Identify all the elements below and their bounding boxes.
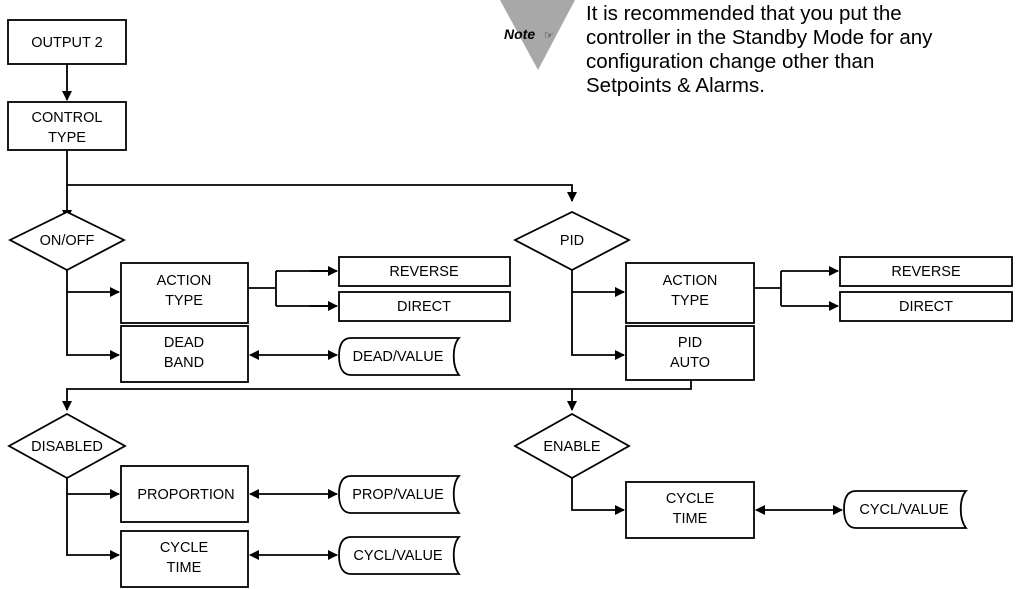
note-line-2: controller in the Standby Mode for any: [586, 26, 933, 49]
node-cycle-time-right-line1: CYCLE: [666, 491, 715, 507]
node-control-type: CONTROL TYPE: [7, 101, 127, 151]
node-action-type-left: ACTION TYPE: [120, 262, 249, 324]
data-cycl-value-left-label: CYCL/VALUE: [353, 548, 443, 564]
decision-enable-label: ENABLE: [543, 439, 601, 455]
node-action-type-right-line1: ACTION: [663, 273, 718, 289]
decision-on-off: ON/OFF: [8, 210, 126, 272]
node-dead-band-line1: DEAD: [164, 335, 204, 351]
node-direct-right-label: DIRECT: [899, 299, 953, 315]
node-output-2-label: OUTPUT 2: [31, 35, 102, 51]
decision-disabled: DISABLED: [7, 412, 127, 480]
data-cycl-value-right: CYCL/VALUE: [843, 490, 968, 529]
node-control-type-line2: TYPE: [48, 130, 86, 146]
note-line-3: configuration change other than: [586, 50, 875, 73]
decision-disabled-label: DISABLED: [31, 439, 103, 455]
node-cycle-time-left-line2: TIME: [167, 560, 202, 576]
node-pid-auto-line1: PID: [678, 335, 702, 351]
node-reverse-left: REVERSE: [338, 256, 511, 287]
note-icon: Note ☞: [500, 0, 575, 70]
node-proportion: PROPORTION: [120, 465, 249, 523]
node-action-type-left-line2: TYPE: [165, 293, 203, 309]
pointing-hand-icon: ☞: [544, 30, 554, 42]
node-direct-left-label: DIRECT: [397, 299, 451, 315]
data-dead-value: DEAD/VALUE: [338, 337, 461, 376]
node-reverse-right-label: REVERSE: [891, 264, 961, 280]
node-proportion-label: PROPORTION: [137, 487, 234, 503]
data-prop-value: PROP/VALUE: [338, 475, 461, 514]
node-action-type-left-line1: ACTION: [157, 273, 212, 289]
node-dead-band-line2: BAND: [164, 355, 204, 371]
node-direct-left: DIRECT: [338, 291, 511, 322]
node-action-type-right-line2: TYPE: [671, 293, 709, 309]
node-pid-auto: PID AUTO: [625, 325, 755, 381]
decision-pid-label: PID: [560, 233, 584, 249]
node-reverse-right: REVERSE: [839, 256, 1013, 287]
node-reverse-left-label: REVERSE: [389, 264, 459, 280]
data-cycl-value-left: CYCL/VALUE: [338, 536, 461, 575]
note-text: It is recommended that you put the contr…: [586, 2, 1016, 98]
node-dead-band: DEAD BAND: [120, 325, 249, 383]
decision-on-off-label: ON/OFF: [40, 233, 95, 249]
node-cycle-time-right-line2: TIME: [673, 511, 708, 527]
node-direct-right: DIRECT: [839, 291, 1013, 322]
data-dead-value-label: DEAD/VALUE: [353, 349, 444, 365]
connectors: [62, 64, 843, 560]
decision-pid: PID: [513, 210, 631, 272]
node-action-type-right: ACTION TYPE: [625, 262, 755, 324]
node-control-type-line1: CONTROL: [32, 110, 103, 126]
node-cycle-time-left: CYCLE TIME: [120, 530, 249, 588]
node-output-2: OUTPUT 2: [7, 19, 127, 65]
note-line-4: Setpoints & Alarms.: [586, 74, 765, 97]
data-cycl-value-right-label: CYCL/VALUE: [859, 502, 949, 518]
decision-enable: ENABLE: [513, 412, 631, 480]
node-cycle-time-right: CYCLE TIME: [625, 481, 755, 539]
data-prop-value-label: PROP/VALUE: [352, 487, 444, 503]
node-cycle-time-left-line1: CYCLE: [160, 540, 209, 556]
node-pid-auto-line2: AUTO: [670, 355, 710, 371]
note-line-1: It is recommended that you put the: [586, 2, 902, 25]
note-badge-label: Note: [504, 26, 535, 42]
